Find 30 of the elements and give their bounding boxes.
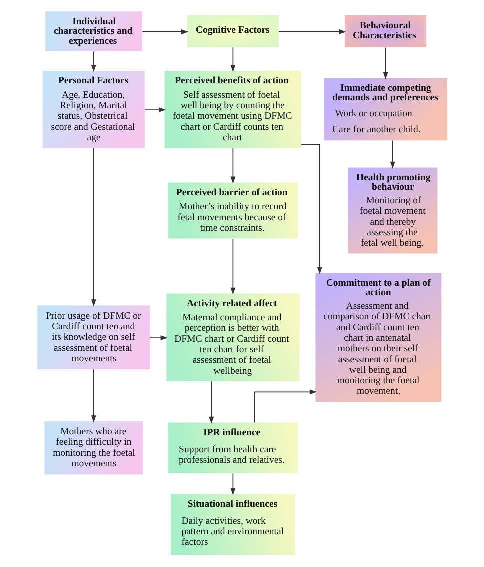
arrow	[90, 51, 96, 72]
arrow	[230, 238, 236, 295]
arrow	[254, 390, 316, 424]
node-box: Prior usage of DFMC or Cardiff count ten and its knowledge on self assessment of foetal movements	[37, 306, 150, 370]
arrow	[144, 108, 166, 113]
node-box: Individual characteristics and experiences	[45, 12, 142, 52]
node-box: Personal Factors Age, Education, Religion, Marital status, Obstetrical score and Gestational age	[42, 71, 144, 148]
node-box: Mothers who are feeling difficulty in monitoring the foetal movements	[44, 421, 143, 475]
arrow	[230, 47, 236, 72]
node-box: Cognitive Factors	[187, 16, 278, 48]
arrow	[230, 473, 236, 496]
arrow	[150, 336, 168, 341]
node-box: Perceived benefits of action Self assessment of foetal well being by counting the foetal movement using DFMC chart or Cardiff counts ten chart	[164, 71, 301, 148]
arrow	[230, 148, 236, 184]
arrow	[390, 140, 395, 169]
arrow	[278, 29, 346, 34]
node-box: Activity related affect Maternal compliance and perception is better with DFMC chart or Cardiff count ten chart for self assessment of foetal wellbeing	[166, 294, 300, 382]
arrow	[142, 29, 188, 34]
node-box: Situational influences Daily activities, work pattern and environmental factors	[170, 494, 295, 556]
arrow	[382, 47, 388, 80]
node-box: Perceived barrier of action Mother’s inability to record fetal movements because of time constraints.	[168, 182, 298, 239]
node-box: Commitment to a plan of action Assessment and comparison of DFMC chart and Cardiff count ten chart in antenatal mothers on their self assessment of foetal well being and monitoring the foetal movement.	[315, 273, 442, 402]
node-box: Health promoting behaviour Monitoring of foetal movement and thereby assessing the fetal well being.	[348, 168, 438, 254]
arrow	[90, 369, 96, 423]
arrow	[300, 144, 322, 274]
node-box: IPR influence Support from health care professionals and relatives.	[168, 422, 298, 474]
arrow	[208, 381, 214, 424]
node-box: Behavioural Characteristics	[344, 16, 426, 48]
arrow	[90, 148, 96, 307]
node-box: Immediate competing demands and preferences Work or occupation Care for another child.	[324, 78, 447, 141]
